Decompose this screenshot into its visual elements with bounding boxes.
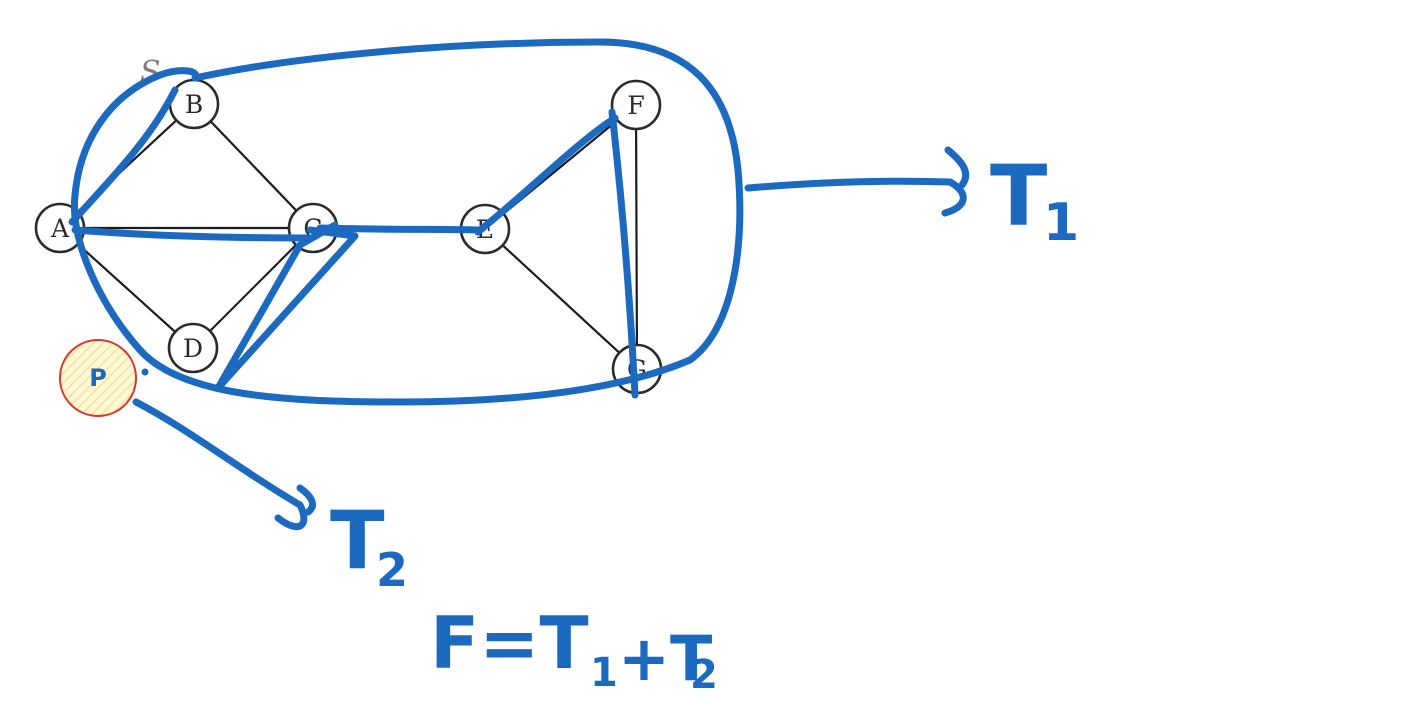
ink-annotations xyxy=(68,38,970,531)
formula-plus: +T xyxy=(618,622,712,695)
node-f-label: F xyxy=(627,91,644,120)
formula-sub1: 1 xyxy=(590,650,618,696)
ink-a-to-b xyxy=(68,86,179,226)
t1-arrow xyxy=(744,146,970,217)
edge-f-g xyxy=(634,104,639,370)
node-d: D xyxy=(167,322,219,374)
ink-c-to-d-triangle xyxy=(214,221,359,392)
ink-c-to-e xyxy=(316,224,482,234)
node-a-label: A xyxy=(50,214,70,243)
node-d-label: D xyxy=(183,334,203,363)
ink-e-to-f xyxy=(474,114,619,236)
ink-a-to-c xyxy=(71,226,314,242)
edge-e-g xyxy=(484,228,638,370)
node-b: B xyxy=(168,78,220,130)
ink-f-to-g xyxy=(608,108,639,399)
t1-label-group: T 1 xyxy=(990,147,1079,253)
t2-label-group: T 2 xyxy=(330,494,408,597)
edge-c-d xyxy=(192,227,314,349)
formula: F=T 1 +T 2 xyxy=(430,601,718,698)
t2-label: T xyxy=(330,494,385,587)
t2-arrow xyxy=(132,398,316,531)
edge-b-c xyxy=(193,103,314,229)
t1-subscript: 1 xyxy=(1043,193,1079,253)
formula-main: F=T xyxy=(430,601,589,685)
t2-subscript: 2 xyxy=(376,543,408,597)
t1-label: T xyxy=(990,147,1047,245)
p-node: P xyxy=(59,339,149,417)
t1-enclosing-loop xyxy=(70,38,744,406)
node-b-label: B xyxy=(185,90,203,119)
formula-sub2: 2 xyxy=(690,652,718,698)
p-node-label: P xyxy=(89,364,107,392)
node-f: F xyxy=(610,79,662,131)
